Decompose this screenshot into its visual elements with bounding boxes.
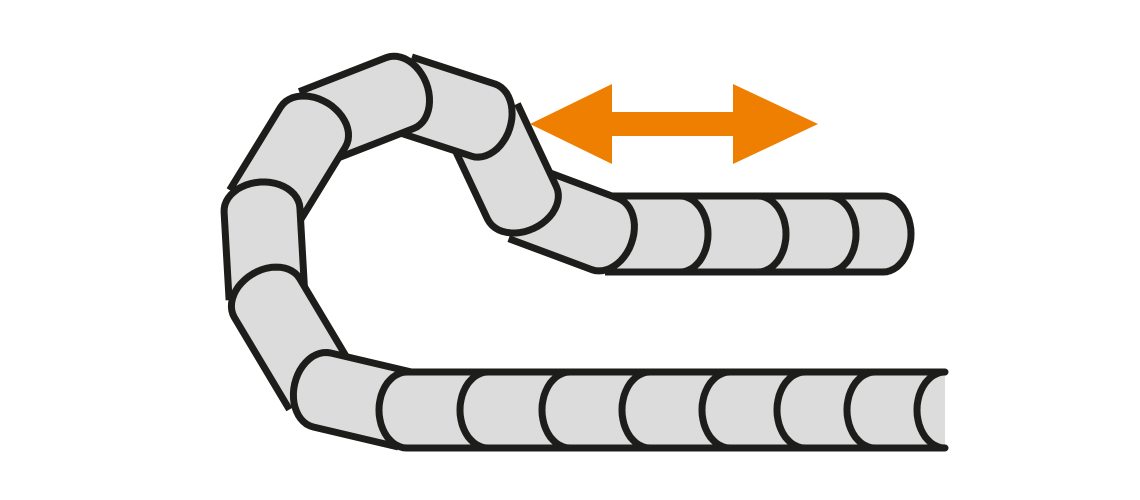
chain-link-outline [758,192,860,276]
chain-link-outline [445,102,562,237]
chain-link-outline [297,52,433,166]
chain-link-outline [227,263,358,412]
chain-open-end [913,368,949,452]
chain-link-outline [618,368,730,452]
movement-arrow [530,84,818,164]
chain-link-body [847,372,945,448]
chain-link-outline [680,192,790,276]
chain-link-outline [220,178,309,301]
double-arrow-icon [530,84,818,164]
chain-link-outline [698,368,805,452]
cable-carrier-chain [220,52,949,452]
chain-link-outline [226,92,352,232]
chain-link-outline [387,53,516,161]
chain-link-outline [456,368,570,452]
chain-link-outline [773,368,875,452]
chain-link-outline [538,368,650,452]
chain-link-outline [828,192,915,276]
chain-link-outline [507,164,638,275]
chain-link-outline [375,368,488,452]
chain-link-outline [605,192,712,276]
chain-link-outline [843,368,945,452]
chain-link [843,368,945,452]
chain-link-outline [289,349,417,451]
